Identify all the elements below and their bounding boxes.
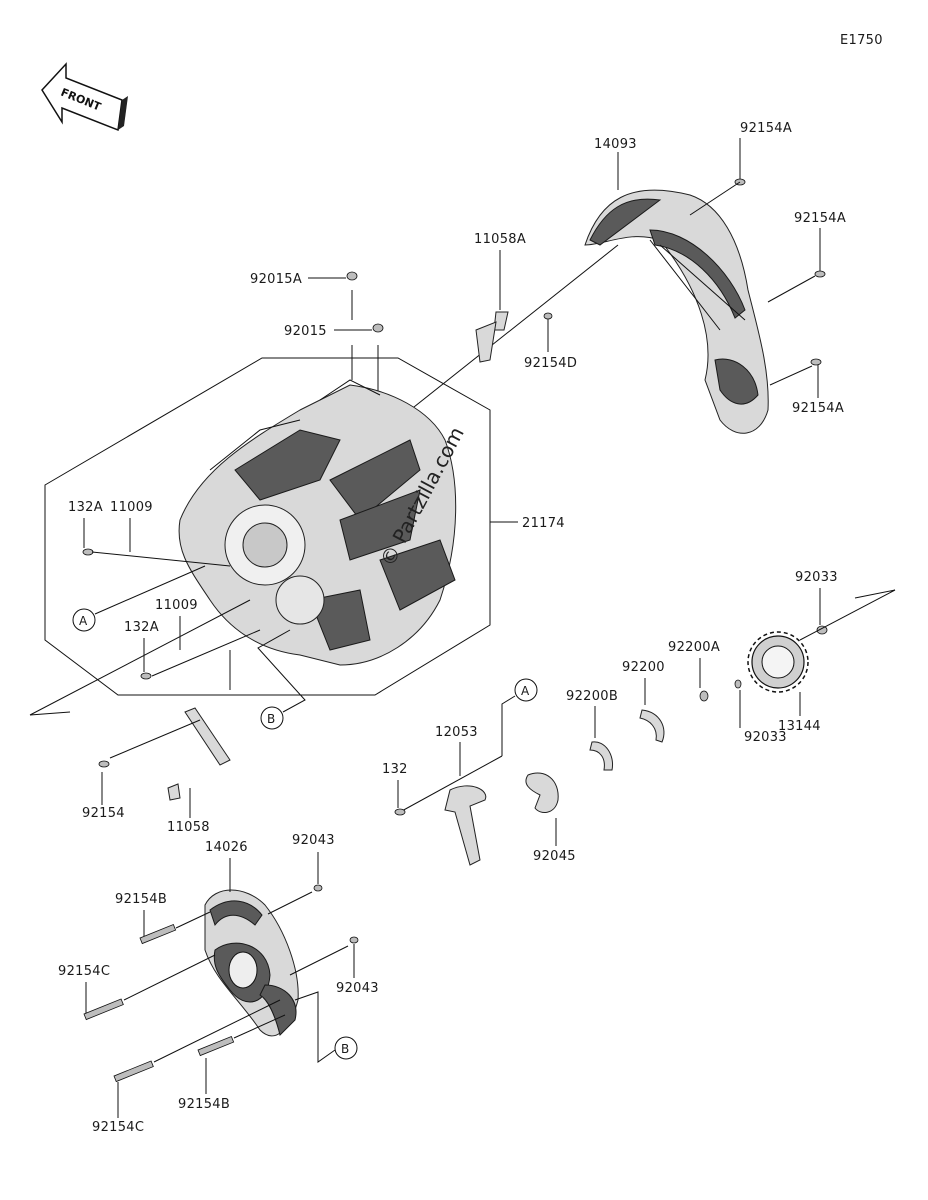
label-92154B-2: 92154B <box>178 1097 230 1112</box>
crankcase-21174 <box>44 357 491 696</box>
ref-A-circle-2: A <box>514 678 538 702</box>
label-12053: 12053 <box>435 725 478 740</box>
label-92154C-2: 92154C <box>92 1120 144 1135</box>
label-92015: 92015 <box>284 324 327 339</box>
part-92045 <box>525 772 559 813</box>
label-92154B-1: 92154B <box>115 892 167 907</box>
label-92154: 92154 <box>82 806 125 821</box>
diagram-code: E1750 <box>840 33 883 48</box>
label-14093: 14093 <box>594 137 637 152</box>
ref-A-circle-1: A <box>72 608 96 632</box>
label-92154C-1: 92154C <box>58 964 110 979</box>
label-92033-2: 92033 <box>744 730 787 745</box>
label-21174: 21174 <box>522 516 565 531</box>
label-11058A: 11058A <box>474 232 526 247</box>
label-92154D: 92154D <box>524 356 577 371</box>
label-92045: 92045 <box>533 849 576 864</box>
cover-14026 <box>204 889 299 1037</box>
label-132A-2: 132A <box>124 620 159 635</box>
label-132A-1: 132A <box>68 500 103 515</box>
label-92033-1: 92033 <box>795 570 838 585</box>
ref-B-circle-1: B <box>260 706 284 730</box>
ref-B-circle-2: B <box>334 1036 358 1060</box>
svg-text:A: A <box>521 684 530 698</box>
label-92154A-1: 92154A <box>740 121 792 136</box>
label-92043-2: 92043 <box>336 981 379 996</box>
label-92015A: 92015A <box>250 272 302 287</box>
label-92043-1: 92043 <box>292 833 335 848</box>
label-11009-1: 11009 <box>110 500 153 515</box>
svg-text:B: B <box>267 712 275 726</box>
sprocket-13144 <box>747 631 809 693</box>
label-92154A-3: 92154A <box>792 401 844 416</box>
label-132: 132 <box>382 762 408 777</box>
cover-14093 <box>584 189 769 434</box>
front-arrow-icon: FRONT <box>41 62 128 132</box>
svg-text:B: B <box>341 1042 349 1056</box>
label-14026: 14026 <box>205 840 248 855</box>
label-92200A: 92200A <box>668 640 720 655</box>
label-92154A-2: 92154A <box>794 211 846 226</box>
label-13144: 13144 <box>778 719 821 734</box>
svg-text:A: A <box>79 614 88 628</box>
label-11058: 11058 <box>167 820 210 835</box>
label-11009-2: 11009 <box>155 598 198 613</box>
label-92200B: 92200B <box>566 689 618 704</box>
label-92200: 92200 <box>622 660 665 675</box>
shift-fork-12053 <box>444 785 487 866</box>
